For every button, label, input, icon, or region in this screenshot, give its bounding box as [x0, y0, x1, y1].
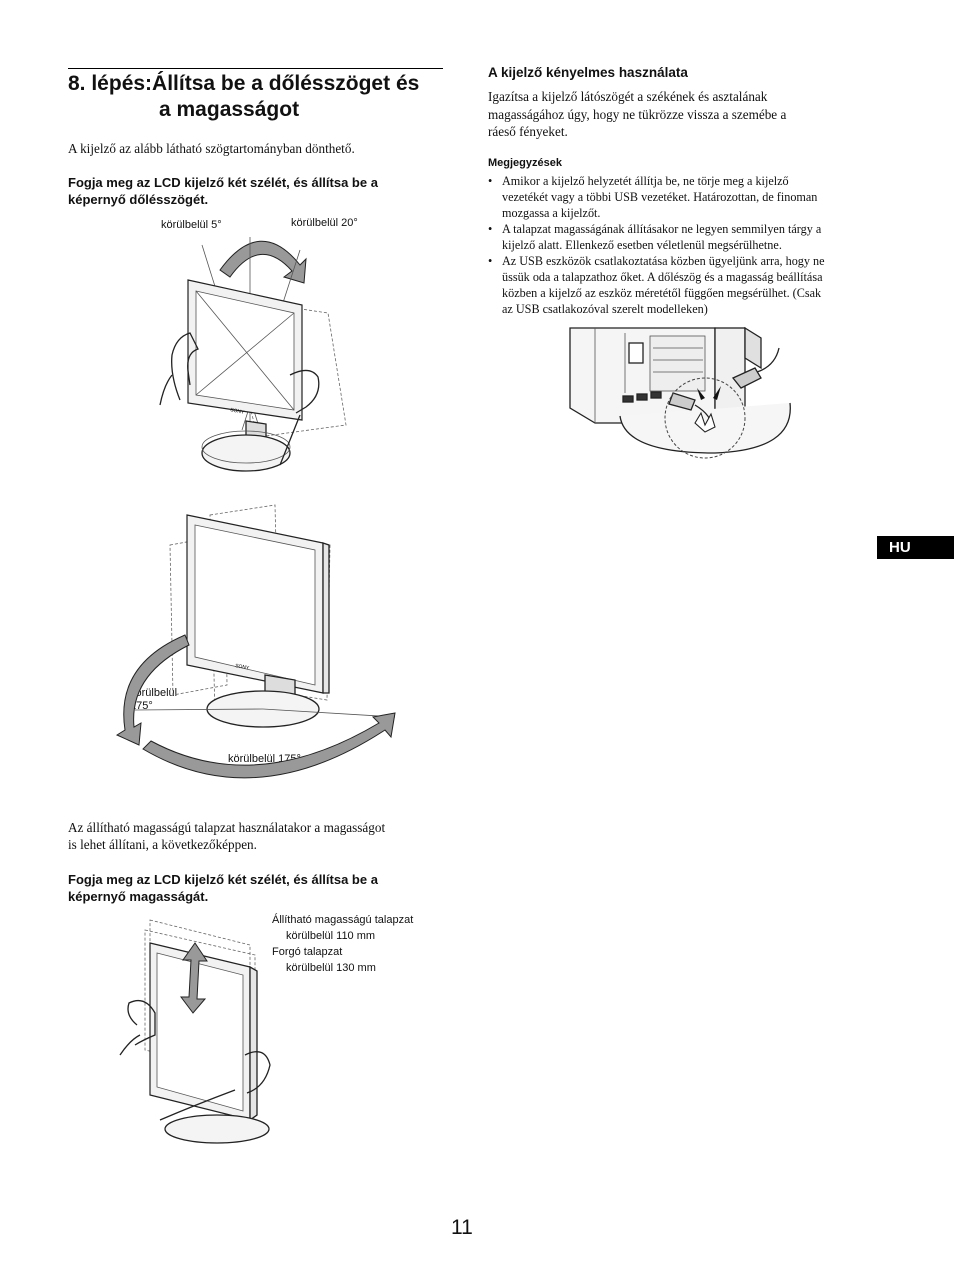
left-hand-icon	[171, 332, 199, 401]
swivel-illustration: SONY	[115, 504, 396, 779]
stand-swivel-value: körülbelül 130 mm	[286, 962, 376, 974]
height-spec-list: Állítható magasságú talapzat körülbelül …	[272, 912, 413, 976]
note-item: • Amikor a kijelző helyzetét állítja be,…	[488, 174, 818, 220]
brand-mark: SONY	[235, 663, 251, 671]
instruction-tilt: Fogja meg az LCD kijelző két szélét, és …	[68, 175, 378, 207]
height-paragraph: Az állítható magasságú talapzat használa…	[68, 820, 386, 852]
tilt-label-5: körülbelül 5°	[161, 219, 222, 231]
brand-mark: SONY	[230, 407, 246, 416]
tilt-illustration: SONY	[159, 237, 347, 472]
title-rule	[68, 68, 443, 69]
note-item: • Az USB eszközök csatlakoztatása közben…	[488, 254, 825, 316]
stand-swivel-label: Forgó talapzat	[272, 946, 343, 958]
tilt-label-20: körülbelül 20°	[291, 217, 358, 229]
impact-burst-icon	[694, 411, 716, 433]
left-hand-icon	[127, 999, 156, 1046]
page-title-line2: a magasságot	[159, 98, 300, 121]
notes-list: • Amikor a kijelző helyzetét állítja be,…	[488, 173, 868, 317]
comfort-section-body: Igazítsa a kijelző látószögét a székének…	[488, 89, 787, 139]
stand-adjustable-value: körülbelül 110 mm	[286, 930, 376, 942]
usb-plug-icon	[668, 392, 696, 411]
language-tab: HU	[877, 536, 954, 559]
intro-text: A kijelző az alább látható szögtartomány…	[68, 141, 355, 156]
usb-plug-icon	[731, 367, 762, 389]
height-arrow-icon	[180, 942, 208, 1014]
right-hand-icon	[244, 1051, 271, 1094]
height-illustration	[119, 919, 271, 1144]
notes-title: Megjegyzések	[488, 157, 562, 169]
comfort-section-title: A kijelző kényelmes használata	[488, 65, 688, 80]
page-number: 11	[451, 1216, 473, 1239]
tilt-arrow-icon	[219, 240, 307, 284]
right-hand-icon	[289, 369, 320, 414]
page-title: 8. lépés:Állítsa be a dőlésszöget és a m…	[68, 71, 448, 123]
usb-caution-illustration	[569, 326, 791, 459]
swivel-arrow-icon	[115, 634, 190, 746]
page-title-line1: 8. lépés:Állítsa be a dőlésszöget és	[68, 72, 420, 95]
instruction-height: Fogja meg az LCD kijelző két szélét, és …	[68, 872, 378, 904]
note-item: • A talapzat magasságának állításakor ne…	[488, 222, 822, 252]
stand-adjustable-label: Állítható magasságú talapzat	[272, 914, 414, 926]
